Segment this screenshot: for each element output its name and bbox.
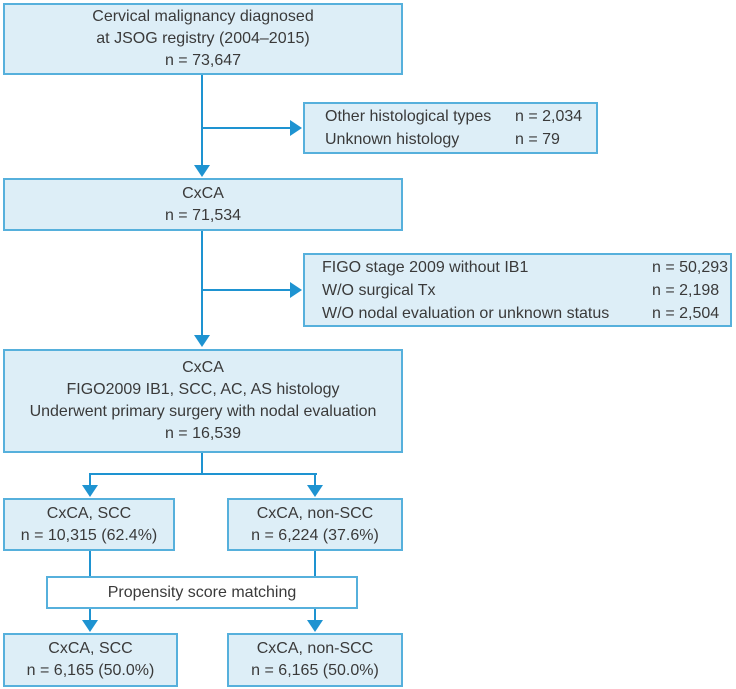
exclusion1-row2-label: Unknown histology <box>325 131 460 148</box>
arrow-down-icon <box>307 485 323 497</box>
box-nonscc-prematch-count: n = 6,224 (37.6%) <box>251 526 379 544</box>
box-nonscc-postmatch-title: CxCA, non-SCC <box>256 640 374 657</box>
flow-line-scc-to-psm <box>89 551 91 576</box>
box-nonscc-prematch: CxCA, non-SCC n = 6,224 (37.6%) <box>227 498 403 551</box>
exclusion2-row: W/O nodal evaluation or unknown status n… <box>322 302 730 325</box>
flow-line-cohort-stem <box>201 453 203 474</box>
box-nonscc-postmatch: CxCA, non-SCC n = 6,165 (50.0%) <box>227 633 403 687</box>
box-cxca-all-title: CxCA <box>182 184 224 202</box>
exclusion2-row: W/O surgical Tx n = 2,198 <box>322 279 730 302</box>
box-exclusion1: Other histological types n = 2,034 Unkno… <box>303 102 598 154</box>
box-scc-postmatch-title: CxCA, SCC <box>48 640 133 657</box>
box-cxca-all: CxCA n = 71,534 <box>3 178 403 231</box>
arrow-down-icon <box>194 165 210 177</box>
exclusion1-row: Other histological types n = 2,034 <box>325 105 596 128</box>
box-scc-postmatch: CxCA, SCC n = 6,165 (50.0%) <box>3 633 178 687</box>
exclusion2-row2-label: W/O surgical Tx <box>322 281 436 299</box>
exclusion2-row2-value: n = 2,198 <box>652 281 720 299</box>
box-propensity-matching-label: Propensity score matching <box>107 583 297 601</box>
arrow-down-icon <box>307 620 323 632</box>
box-cxca-all-count: n = 71,534 <box>164 206 242 224</box>
box-registry-line2: at JSOG registry (2004–2015) <box>96 30 310 47</box>
exclusion2-row1-value: n = 50,293 <box>652 258 729 276</box>
arrow-right-icon <box>290 120 302 136</box>
flow-line-split <box>89 473 317 475</box>
box-cohort-count: n = 16,539 <box>164 425 242 442</box>
box-scc-postmatch-count: n = 6,165 (50.0%) <box>26 662 155 679</box>
box-scc-prematch-title: CxCA, SCC <box>46 504 132 522</box>
exclusion1-row2-value: n = 79 <box>515 131 560 148</box>
flow-line-to-nonscc-pre <box>314 475 316 486</box>
flow-line-psm-to-scc <box>89 609 91 621</box>
exclusion1-row: Unknown histology n = 79 <box>325 128 596 151</box>
arrow-down-icon <box>82 620 98 632</box>
arrow-down-icon <box>82 485 98 497</box>
box-registry-line1: Cervical malignancy diagnosed <box>92 8 314 25</box>
flow-line-to-scc-pre <box>89 475 91 486</box>
exclusion2-row: FIGO stage 2009 without IB1 n = 50,293 <box>322 256 730 279</box>
box-registry-count: n = 73,647 <box>164 52 242 69</box>
box-exclusion2: FIGO stage 2009 without IB1 n = 50,293 W… <box>303 253 732 327</box>
exclusion2-row3-value: n = 2,504 <box>652 304 720 322</box>
flow-line-branch-exclusion2 <box>202 289 290 291</box>
flow-line-nonscc-to-psm <box>314 551 316 576</box>
arrow-down-icon <box>194 335 210 347</box>
arrow-right-icon <box>290 282 302 298</box>
flow-line-branch-exclusion1 <box>202 127 290 129</box>
box-cohort-line3: Underwent primary surgery with nodal eva… <box>29 403 377 420</box>
box-nonscc-prematch-title: CxCA, non-SCC <box>256 504 374 522</box>
flow-line-cxca-to-cohort <box>201 231 203 336</box>
flow-line-psm-to-nonscc <box>314 609 316 621</box>
flow-line-registry-to-cxca <box>201 75 203 166</box>
box-cohort-line2: FIGO2009 IB1, SCC, AC, AS histology <box>66 381 340 398</box>
exclusion2-row1-label: FIGO stage 2009 without IB1 <box>322 258 529 276</box>
box-cohort-title: CxCA <box>182 359 224 376</box>
exclusion1-row1-label: Other histological types <box>325 108 492 125</box>
box-registry: Cervical malignancy diagnosed at JSOG re… <box>3 3 403 75</box>
box-scc-prematch: CxCA, SCC n = 10,315 (62.4%) <box>3 498 175 551</box>
box-propensity-matching: Propensity score matching <box>46 576 358 609</box>
exclusion1-row1-value: n = 2,034 <box>515 108 583 125</box>
box-cohort: CxCA FIGO2009 IB1, SCC, AC, AS histology… <box>3 349 403 453</box>
box-scc-prematch-count: n = 10,315 (62.4%) <box>20 526 158 544</box>
exclusion2-row3-label: W/O nodal evaluation or unknown status <box>322 304 610 322</box>
box-nonscc-postmatch-count: n = 6,165 (50.0%) <box>251 662 379 679</box>
